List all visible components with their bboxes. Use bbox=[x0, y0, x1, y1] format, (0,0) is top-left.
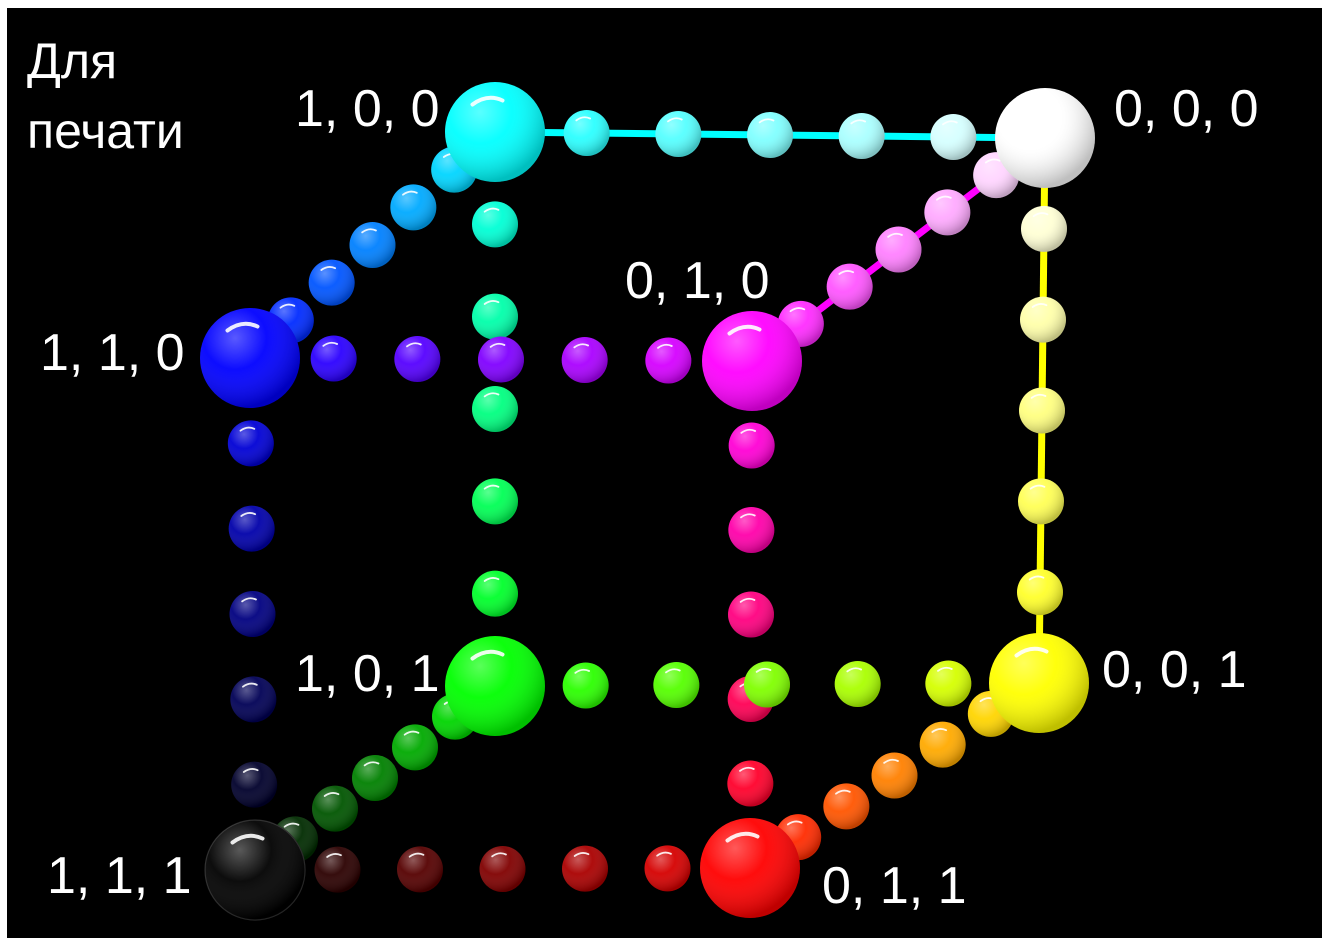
vertex-ball-011 bbox=[700, 818, 800, 918]
edge-000-100-dot-4 bbox=[655, 111, 702, 157]
vertex-ball-100 bbox=[445, 82, 545, 182]
title-line-1: Для bbox=[27, 33, 117, 89]
edge-100-101-dot-4 bbox=[472, 478, 518, 525]
edge-010-110-dot-3 bbox=[478, 336, 524, 383]
edge-110-111-dot-1 bbox=[227, 420, 274, 467]
vertex-label-001: 0, 0, 1 bbox=[1102, 641, 1247, 699]
edge-010-011-dot-5 bbox=[727, 760, 774, 807]
edge-001-011-dot-4 bbox=[823, 783, 870, 830]
vertex-ball-110 bbox=[200, 308, 300, 408]
edge-000-001-dot-1 bbox=[1021, 205, 1067, 252]
edge-000-001-dot-2 bbox=[1020, 296, 1066, 343]
vertex-ball-111 bbox=[204, 819, 306, 921]
vertex-ball-101 bbox=[445, 636, 545, 736]
vertex-label-010: 0, 1, 0 bbox=[625, 252, 770, 310]
edge-000-100-dot-2 bbox=[838, 113, 885, 159]
vertex-label-110: 1, 1, 0 bbox=[40, 324, 185, 382]
edge-001-011-dot-2 bbox=[919, 721, 966, 768]
edge-011-111-dot-5 bbox=[314, 846, 361, 893]
edge-000-001-dot-4 bbox=[1018, 478, 1064, 525]
edge-110-111-dot-3 bbox=[229, 591, 276, 637]
edge-001-101-dot-3 bbox=[744, 661, 790, 708]
color-cube-diagram: Для печати 1, 0, 0 0, 0, 0 0, 1, 0 1, 1,… bbox=[7, 8, 1322, 938]
edge-010-011-dot-3 bbox=[728, 591, 774, 638]
edge-010-110-dot-5 bbox=[310, 335, 357, 382]
vertex-balls bbox=[200, 82, 1095, 921]
vertex-label-000: 0, 0, 0 bbox=[1114, 80, 1259, 138]
edge-001-101-dot-2 bbox=[834, 661, 881, 707]
edge-011-111-dot-3 bbox=[479, 846, 526, 892]
vertex-label-111: 1, 1, 1 bbox=[47, 847, 192, 905]
edge-101-111-dot-3 bbox=[352, 755, 398, 801]
vertex-ball-000 bbox=[995, 88, 1095, 188]
cube-svg: Для печати 1, 0, 0 0, 0, 0 0, 1, 0 1, 1,… bbox=[27, 33, 1259, 921]
edge-000-001-dot-5 bbox=[1017, 569, 1063, 616]
edge-000-001-dot-3 bbox=[1019, 387, 1065, 434]
edge-000-100-dot-1 bbox=[930, 114, 977, 160]
vertex-label-011: 0, 1, 1 bbox=[822, 857, 967, 915]
edge-010-011-dot-1 bbox=[728, 422, 775, 469]
edge-100-110-dot-3 bbox=[349, 222, 396, 268]
edge-010-110-dot-1 bbox=[645, 337, 692, 384]
edge-100-101-dot-3 bbox=[472, 386, 518, 432]
edge-dots bbox=[227, 110, 1067, 893]
edge-001-011-dot-3 bbox=[871, 752, 918, 799]
edge-100-101-dot-1 bbox=[472, 201, 518, 248]
edge-010-110-dot-2 bbox=[561, 337, 608, 383]
edge-100-101-dot-5 bbox=[472, 570, 518, 617]
edge-100-101-dot-2 bbox=[472, 293, 518, 340]
vertex-ball-001 bbox=[989, 633, 1089, 733]
edge-010-011-dot-2 bbox=[728, 507, 775, 553]
edge-001-101-dot-4 bbox=[653, 662, 700, 708]
edge-100-110-dot-4 bbox=[308, 259, 355, 306]
vertex-label-101: 1, 0, 1 bbox=[295, 645, 440, 703]
edge-100-110-dot-2 bbox=[390, 184, 437, 231]
edge-101-111-dot-4 bbox=[312, 785, 358, 832]
vertex-label-100: 1, 0, 0 bbox=[295, 80, 440, 138]
edge-001-101-dot-5 bbox=[562, 662, 609, 709]
edge-000-010-dot-3 bbox=[875, 226, 922, 273]
edge-000-100-dot-5 bbox=[563, 110, 610, 156]
edge-011-111-dot-4 bbox=[397, 846, 443, 893]
edge-011-111-dot-1 bbox=[644, 845, 691, 892]
edge-110-111-dot-5 bbox=[231, 761, 278, 808]
edge-000-010-dot-4 bbox=[826, 263, 873, 310]
edge-110-111-dot-2 bbox=[228, 505, 275, 552]
edge-011-111-dot-2 bbox=[562, 845, 608, 892]
edge-000-100-dot-3 bbox=[747, 112, 793, 158]
vertex-ball-010 bbox=[702, 311, 802, 411]
title-line-2: печати bbox=[27, 103, 184, 159]
edge-010-110-dot-4 bbox=[394, 336, 441, 382]
edge-101-111-dot-2 bbox=[392, 724, 438, 771]
edge-000-010-dot-2 bbox=[924, 189, 971, 236]
edge-110-111-dot-4 bbox=[230, 676, 277, 723]
edge-001-101-dot-1 bbox=[925, 660, 972, 707]
